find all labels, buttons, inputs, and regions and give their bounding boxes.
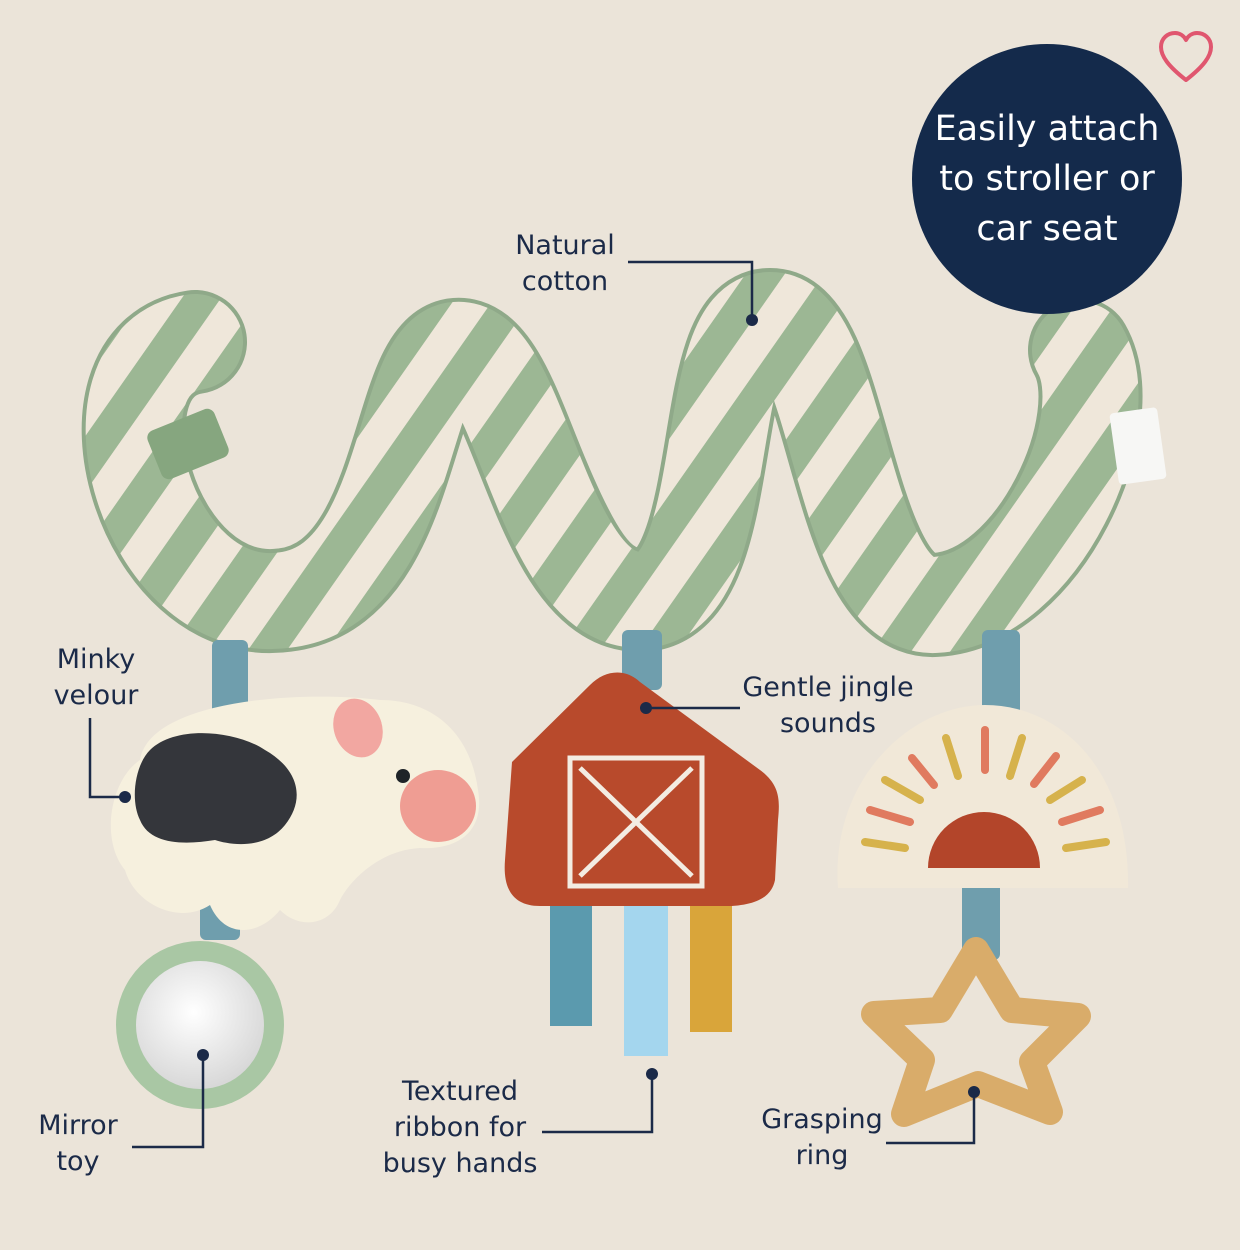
cow-plush bbox=[110, 696, 480, 930]
sun-plush bbox=[837, 705, 1129, 888]
heart-icon bbox=[1159, 31, 1213, 82]
mirror-toy bbox=[116, 941, 284, 1109]
striped-spiral bbox=[81, 267, 1167, 657]
callout-natural-cotton: Natural cotton bbox=[515, 230, 615, 297]
callout-grasping-ring: Grasping ring bbox=[761, 1104, 883, 1171]
callout-dots bbox=[119, 314, 980, 1098]
star-ring bbox=[861, 937, 1091, 1127]
ribbon-blue bbox=[550, 906, 592, 1026]
barn-plush bbox=[504, 672, 779, 1056]
attach-badge: Easily attach to stroller or car seat bbox=[912, 44, 1182, 314]
sewn-tag bbox=[1109, 407, 1167, 485]
badge-line: Easily attach bbox=[934, 109, 1160, 149]
barn-strap bbox=[622, 630, 662, 690]
sun-strap bbox=[982, 630, 1020, 730]
callout-gentle-jingle: Gentle jingle sounds bbox=[742, 672, 914, 739]
loop-tab bbox=[147, 408, 229, 480]
callout-lines bbox=[88, 260, 976, 1149]
callout-mirror-toy: Mirror toy bbox=[38, 1110, 118, 1177]
favorite-button[interactable] bbox=[1156, 28, 1216, 88]
ribbon-yellow bbox=[690, 906, 732, 1032]
badge-line: to stroller or bbox=[939, 159, 1155, 199]
callout-textured-ribbon: Textured ribbon for busy hands bbox=[382, 1076, 538, 1179]
badge-line: car seat bbox=[976, 209, 1118, 249]
callout-minky-velour: Minky velour bbox=[53, 644, 139, 711]
ribbon-light-blue bbox=[624, 906, 668, 1056]
